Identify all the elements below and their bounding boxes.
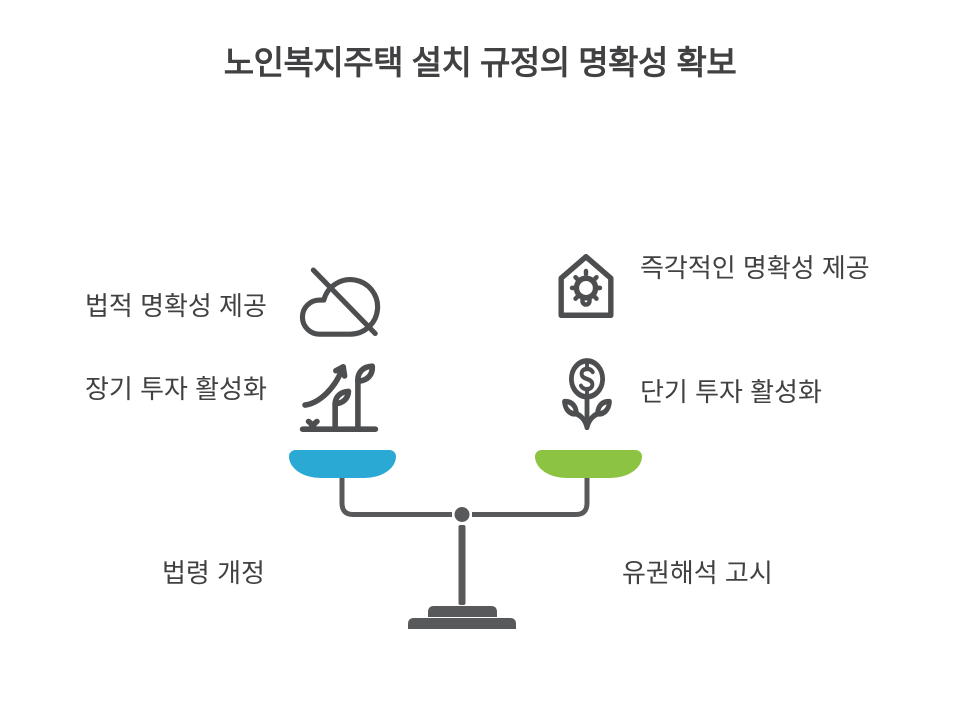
money-plant-icon [554, 355, 620, 438]
sprout-growth-icon [297, 355, 381, 439]
right-pan [535, 450, 642, 478]
left-pan [289, 450, 396, 478]
label-legal-clarity: 법적 명확성 제공 [85, 291, 267, 321]
house-idea-icon [551, 247, 621, 325]
pivot-dot [454, 507, 470, 522]
cloud-off-icon [299, 266, 381, 341]
stand-post [458, 525, 466, 605]
label-law-amendment: 법령 개정 [162, 558, 265, 588]
stand-base-upper [428, 606, 497, 617]
page-title: 노인복지주택 설치 규정의 명확성 확보 [223, 44, 737, 81]
label-authoritative-interpretation: 유권해석 고시 [622, 558, 773, 588]
label-immediate-clarity: 즉각적인 명확성 제공 [640, 253, 870, 283]
stand-base-lower [408, 618, 516, 629]
label-longterm-investment: 장기 투자 활성화 [85, 374, 267, 404]
label-shortterm-investment: 단기 투자 활성화 [640, 377, 822, 407]
